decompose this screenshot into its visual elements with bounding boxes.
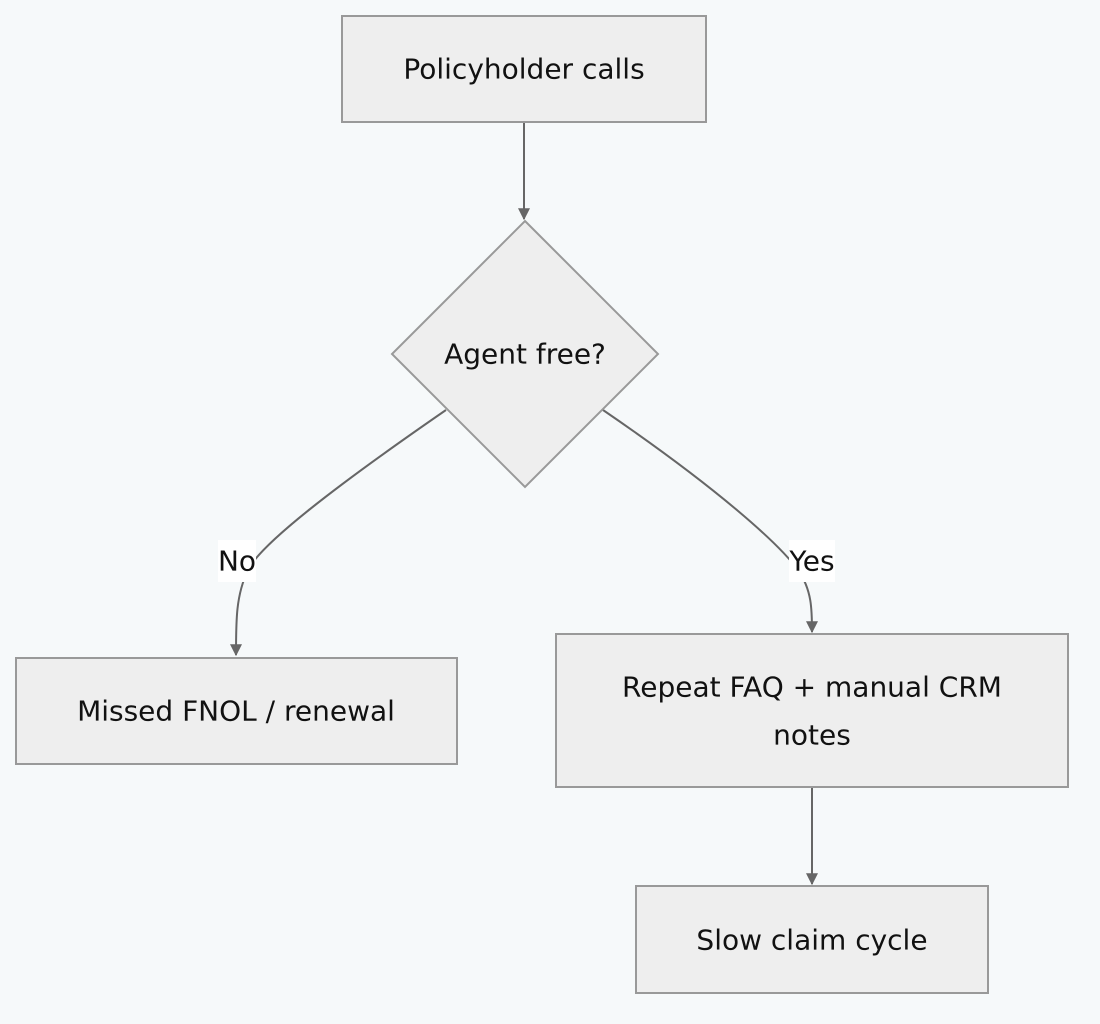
node-agent-free-decision: Agent free?: [390, 219, 660, 489]
node-missed-fnol: Missed FNOL / renewal: [15, 657, 458, 765]
node-missed-fnol-label: Missed FNOL / renewal: [77, 695, 395, 728]
edge-label-yes-text: Yes: [788, 545, 834, 578]
node-policyholder-calls-label: Policyholder calls: [403, 53, 644, 86]
edge-label-no-text: No: [218, 545, 256, 578]
edge-label-no: No: [218, 540, 256, 582]
node-slow-claim-label: Slow claim cycle: [696, 924, 927, 957]
node-repeat-faq-label-line2: notes: [773, 719, 851, 752]
node-repeat-faq: Repeat FAQ + manual CRM notes: [555, 633, 1069, 788]
edge-decision-to-missed: [230, 409, 447, 657]
node-agent-free-label: Agent free?: [444, 338, 606, 371]
node-repeat-faq-label-line1: Repeat FAQ + manual CRM: [622, 671, 1002, 704]
node-slow-claim-cycle: Slow claim cycle: [635, 885, 989, 994]
node-policyholder-calls: Policyholder calls: [341, 15, 707, 123]
edges: [230, 123, 818, 886]
edge-decision-to-repeat: [602, 409, 818, 634]
edge-label-yes: Yes: [788, 540, 835, 582]
